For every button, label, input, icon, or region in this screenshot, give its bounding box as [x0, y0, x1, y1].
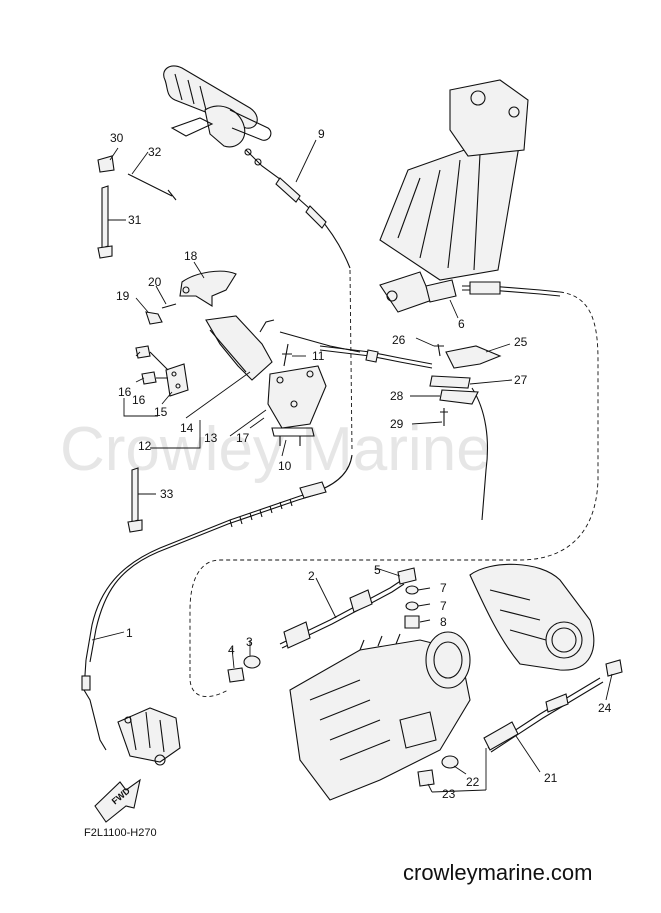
callout-7b: 7	[440, 599, 447, 613]
jet-nozzle	[469, 563, 595, 671]
steering-cable-2	[227, 567, 420, 683]
pin-32	[127, 173, 177, 201]
callout-33: 33	[160, 487, 174, 501]
throttle-cable	[244, 148, 353, 491]
callout-16a: 16	[118, 385, 132, 399]
callout-11: 11	[312, 349, 325, 363]
callout-3: 3	[246, 635, 253, 649]
clip-19	[145, 311, 163, 325]
callout-8: 8	[440, 615, 447, 629]
callout-1: 1	[126, 626, 133, 640]
callout-16b: 16	[132, 393, 146, 407]
fwd-arrow: FWD	[94, 778, 141, 823]
lower-bracket	[117, 707, 181, 766]
callout-17: 17	[236, 431, 250, 445]
callout-14: 14	[180, 421, 194, 435]
callout-32: 32	[148, 145, 162, 159]
callout-6: 6	[458, 317, 465, 331]
shift-cable-21	[189, 659, 623, 787]
tie-strap-33	[127, 467, 143, 533]
steering-column	[379, 79, 529, 313]
callout-28: 28	[390, 389, 404, 403]
callout-19: 19	[116, 289, 130, 303]
diagram-code: F2L1100-H270	[84, 827, 157, 839]
shift-cable-mid	[282, 343, 488, 521]
callout-25: 25	[514, 335, 528, 349]
callout-4: 4	[228, 643, 235, 657]
callout-7a: 7	[440, 581, 447, 595]
tie-strap-31	[97, 185, 113, 259]
callout-15: 15	[154, 405, 168, 419]
callout-27: 27	[514, 373, 528, 387]
callout-10: 10	[278, 459, 292, 473]
callout-26: 26	[392, 333, 406, 347]
site-name: crowleymarine.com	[403, 860, 593, 885]
callout-22: 22	[466, 775, 480, 789]
callout-12: 12	[138, 439, 152, 453]
callout-30: 30	[110, 131, 124, 145]
callout-21: 21	[544, 771, 558, 785]
callout-20: 20	[148, 275, 162, 289]
screw-20	[161, 303, 177, 309]
callout-31: 31	[128, 213, 142, 227]
pump-housing	[289, 631, 471, 801]
callout-18: 18	[184, 249, 198, 263]
callout-labels: 1 2 3 4 5 6 7 7 8 9 10 11 12 13 14 15 16…	[110, 127, 612, 801]
callout-5: 5	[374, 563, 381, 577]
callout-29: 29	[390, 417, 404, 431]
callout-13: 13	[204, 431, 218, 445]
leader-lines	[91, 139, 613, 793]
lever-cover	[179, 270, 237, 307]
callout-2: 2	[308, 569, 315, 583]
plate-and-bolts	[135, 345, 189, 397]
watermark-text: Crowley Marine	[60, 415, 491, 484]
right-bracket	[429, 343, 502, 426]
handlebar-grip	[163, 65, 272, 148]
steering-cable-upper	[189, 281, 599, 660]
main-cable	[81, 481, 327, 751]
callout-9: 9	[318, 127, 325, 141]
callout-24: 24	[598, 701, 612, 715]
callout-23: 23	[442, 787, 456, 801]
